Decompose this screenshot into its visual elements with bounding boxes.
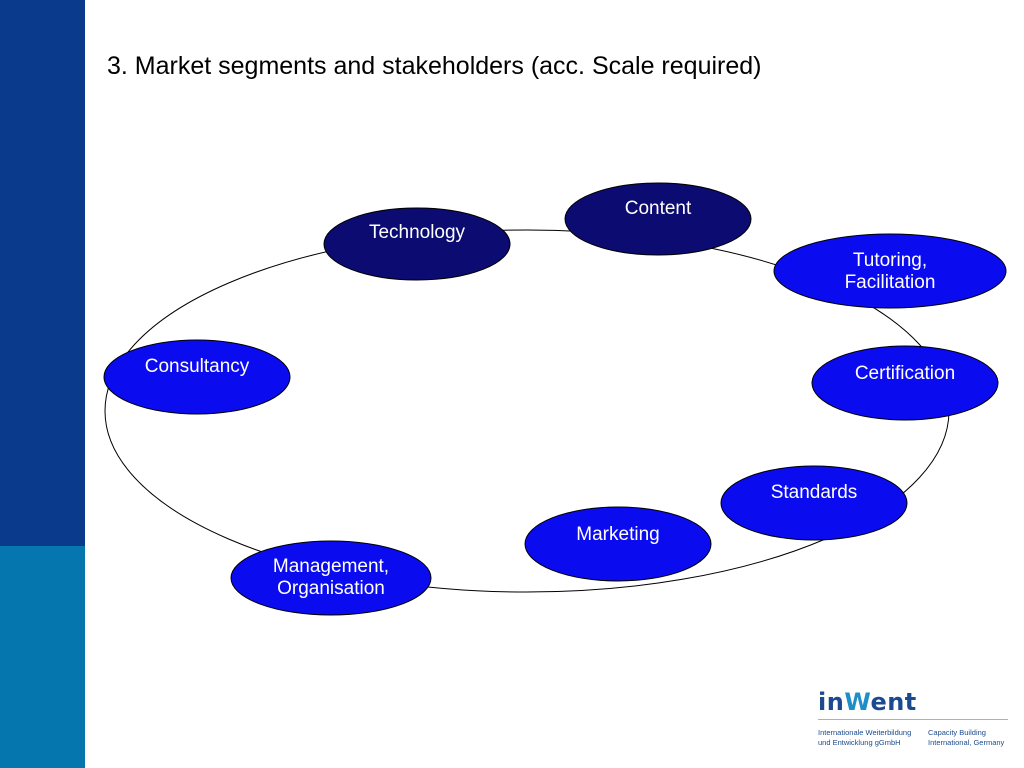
- node-tutoring-label: Tutoring,Facilitation: [845, 250, 936, 293]
- node-technology: Technology: [323, 207, 511, 281]
- node-marketing: Marketing: [524, 506, 712, 582]
- logo-word-prefix: in: [818, 688, 845, 716]
- logo-org-line-1: Internationale Weiterbildung: [818, 728, 912, 737]
- node-management-shape: [230, 540, 432, 616]
- node-tutoring: Tutoring,Facilitation: [773, 233, 1007, 309]
- sidebar-band-top: [0, 0, 85, 546]
- invent-logo: inWent Internationale Weiterbildung und …: [818, 688, 1014, 754]
- node-consultancy-label: Consultancy: [145, 356, 250, 377]
- node-standards-shape: [720, 465, 908, 541]
- node-technology-shape: [323, 207, 511, 281]
- node-certification-shape: [811, 345, 999, 421]
- node-consultancy: Consultancy: [103, 339, 291, 415]
- logo-tagline-2: International, Germany: [928, 738, 1005, 747]
- node-marketing-label: Marketing: [576, 524, 659, 545]
- node-management: Management,Organisation: [230, 540, 432, 616]
- node-content: Content: [564, 182, 752, 256]
- node-tutoring-shape: [773, 233, 1007, 309]
- node-certification-label: Certification: [855, 363, 955, 384]
- logo-tagline-1: Capacity Building: [928, 728, 986, 737]
- logo-divider: [818, 719, 1008, 720]
- node-standards-label: Standards: [771, 482, 858, 503]
- node-certification: Certification: [811, 345, 999, 421]
- logo-wordmark: inWent: [818, 688, 917, 716]
- node-technology-label: Technology: [369, 222, 466, 243]
- node-content-label: Content: [625, 198, 692, 219]
- node-consultancy-shape: [103, 339, 291, 415]
- logo-org-line-2: und Entwicklung gGmbH: [818, 738, 901, 747]
- logo-word-suffix: ent: [870, 688, 917, 716]
- node-management-label: Management,Organisation: [273, 556, 389, 599]
- sidebar-band-bottom: [0, 546, 85, 768]
- node-content-shape: [564, 182, 752, 256]
- node-standards: Standards: [720, 465, 908, 541]
- node-marketing-shape: [524, 506, 712, 582]
- logo-word-wave: W: [844, 688, 871, 716]
- slide-title: 3. Market segments and stakeholders (acc…: [107, 52, 762, 80]
